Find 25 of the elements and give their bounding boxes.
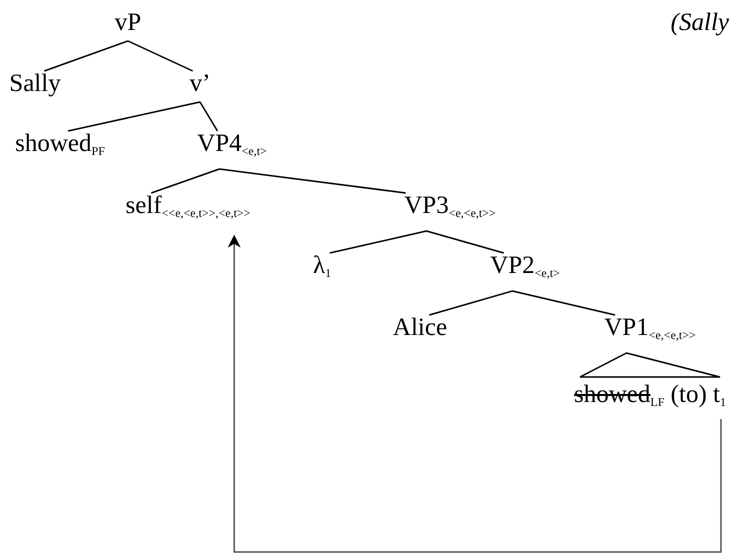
note-text: (Sally: [670, 8, 729, 38]
tree-node-label: VP4$_{<e,t>}$: [197, 129, 267, 166]
tree-node-label: showed$_{LF}$ (to) t$_{1}$: [574, 380, 726, 417]
tree-node-label: VP3$_{<e,<e,t>>}$: [404, 191, 496, 228]
tree-branch: [150, 168, 220, 194]
tree-node-label: λ$_{1}$: [312, 251, 332, 288]
tree-node-label: v’: [190, 69, 210, 99]
tree-branch: [219, 168, 406, 194]
tree-node-label: Sally: [9, 69, 61, 99]
tree-node-label: showed$_{PF}$: [15, 129, 105, 166]
tree-node-label: VP2$_{<e,t>}$: [490, 251, 560, 288]
tree-node-label: self$_{<<e,<e,t>>,<e,t>>}$: [126, 191, 250, 228]
tree-branch: [512, 290, 616, 316]
tree-branch: [68, 101, 200, 132]
tree-branch: [199, 102, 218, 132]
triangle-branch: [579, 352, 721, 378]
tree-branch: [128, 40, 194, 72]
tree-branch: [426, 230, 504, 254]
tree-node-label: vP: [114, 8, 142, 38]
tree-branch: [429, 290, 513, 316]
tree-branch: [44, 40, 128, 72]
tree-node-label: VP1$_{<e,<e,t>>}$: [604, 313, 696, 350]
movement-arrow: [228, 234, 722, 553]
tree-branch: [330, 230, 427, 254]
tree-node-label: Alice: [392, 313, 448, 343]
